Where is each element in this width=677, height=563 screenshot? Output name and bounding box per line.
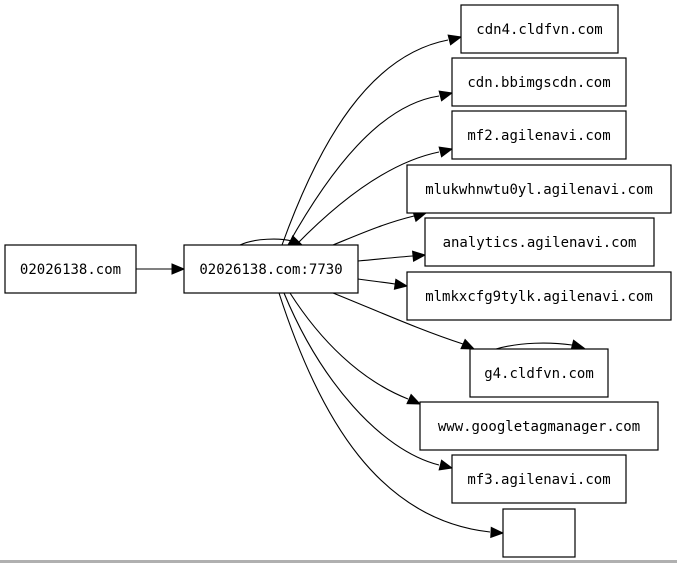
edge-n1-to-n5 (332, 211, 428, 246)
node-box (451, 57, 627, 107)
arrowhead-icon (411, 250, 427, 262)
graph-node: analytics.agilenavi.com (424, 217, 655, 267)
arrowhead-icon (171, 263, 186, 275)
arrowhead-icon (438, 146, 454, 158)
bottom-border (0, 560, 677, 563)
graph-node: www.googletagmanager.com (419, 401, 659, 451)
node-label: mf3.agilenavi.com (467, 472, 610, 488)
graph-node: cdn.bbimgscdn.com (451, 57, 627, 107)
node-label: analytics.agilenavi.com (443, 235, 637, 251)
node-label: g4.cldfvn.com (484, 366, 594, 382)
edges-layer (136, 34, 586, 539)
graph-node: cdn4.cldfvn.com (460, 4, 619, 54)
node-label: cdn4.cldfvn.com (476, 22, 602, 38)
edge-n1-to-n7 (357, 278, 409, 290)
edge-n0-to-n1 (136, 263, 186, 275)
node-box (419, 401, 659, 451)
node-box (406, 271, 672, 321)
edge-n1-to-n3 (287, 90, 454, 246)
node-box (183, 244, 359, 294)
graph-node: mlukwhnwtu0yl.agilenavi.com (406, 164, 672, 214)
nodes-layer: 02026138.com 02026138.com:7730 cdn4.cldfvn… (4, 4, 672, 558)
node-box (502, 508, 576, 558)
arrowhead-icon (438, 90, 454, 102)
node-label: mlmkxcfg9tylk.agilenavi.com (425, 289, 653, 305)
edge-n1-to-n9 (289, 292, 422, 405)
node-box (451, 110, 627, 160)
edge-line (281, 39, 449, 246)
edge-n1-to-n6 (357, 250, 427, 262)
graph-node: 02026138.com (4, 244, 137, 294)
edge-line (332, 292, 464, 345)
node-label: cdn.bbimgscdn.com (467, 75, 610, 91)
graph-node: 02026138.com:7730 (183, 244, 359, 294)
edge-line (239, 238, 293, 246)
graph-node: mf3.agilenavi.com (451, 454, 627, 504)
node-label: 02026138.com:7730 (199, 262, 342, 278)
edge-line (357, 278, 396, 285)
edge-n1-to-n4 (295, 146, 454, 246)
node-label: 02026138.com (20, 262, 121, 278)
node-box (469, 348, 609, 398)
graph-node: mlmkxcfg9tylk.agilenavi.com (406, 271, 672, 321)
edge-line (287, 95, 440, 246)
node-label: mf2.agilenavi.com (467, 128, 610, 144)
edge-n1-to-n11 (278, 292, 505, 539)
edge-n8-to-n8 (495, 339, 586, 351)
edge-line (495, 342, 573, 350)
graph-node: g4.cldfvn.com (469, 348, 609, 398)
edge-n1-to-n2 (281, 34, 463, 246)
edge-line (295, 151, 440, 246)
edge-line (278, 292, 491, 533)
arrowhead-icon (406, 393, 422, 405)
arrowhead-icon (460, 338, 476, 350)
arrowhead-icon (490, 526, 505, 539)
node-box (406, 164, 672, 214)
edge-line (357, 255, 414, 262)
node-box (4, 244, 137, 294)
node-box (451, 454, 627, 504)
edge-line (283, 292, 440, 466)
graph-node (502, 508, 576, 558)
arrowhead-icon (447, 34, 463, 46)
edge-line (332, 215, 415, 246)
node-label: mlukwhnwtu0yl.agilenavi.com (425, 182, 653, 198)
arrowhead-icon (438, 459, 454, 471)
node-box (460, 4, 619, 54)
graph-node: mf2.agilenavi.com (451, 110, 627, 160)
arrowhead-icon (393, 278, 409, 290)
node-label: www.googletagmanager.com (438, 419, 640, 435)
edge-n1-to-n10 (283, 292, 454, 471)
edge-line (289, 292, 409, 400)
edge-n1-to-n8 (332, 292, 476, 350)
node-box (424, 217, 655, 267)
